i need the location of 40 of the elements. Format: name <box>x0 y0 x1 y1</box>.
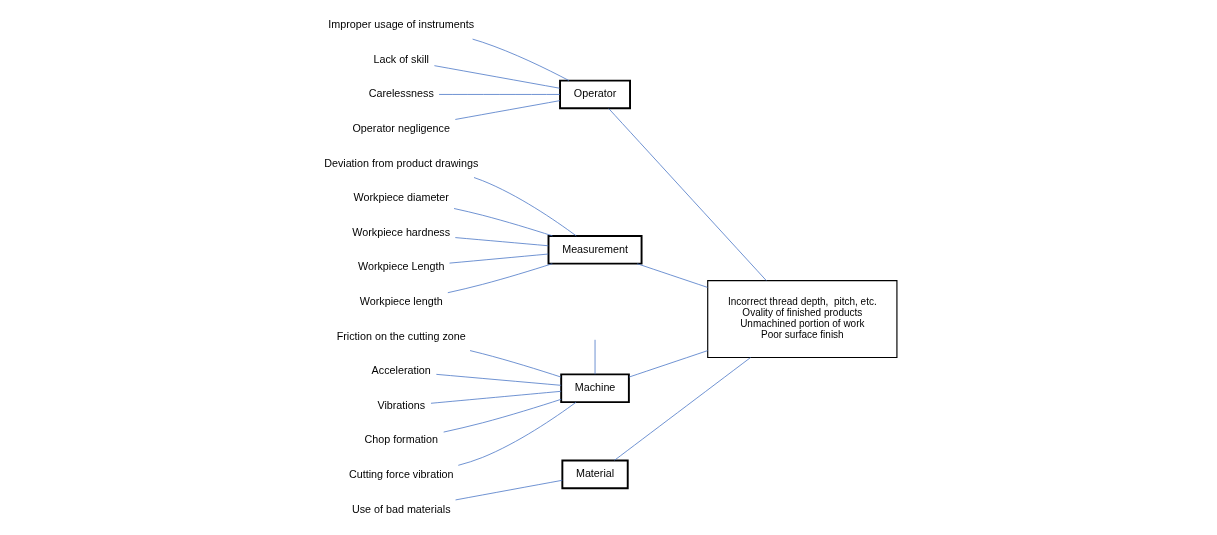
connector <box>473 177 577 237</box>
node-text: Use of bad materials <box>351 502 451 515</box>
connector <box>636 263 708 288</box>
node-text: Carelessness <box>368 87 434 100</box>
node-box: Operator <box>559 79 631 110</box>
connector <box>438 94 561 95</box>
node-box: Incorrect thread depth, pitch, etc. Ovality of finished products Unmachined portion of work Poor surface finish <box>707 280 898 359</box>
connector <box>430 390 562 404</box>
node-text: Chop formation <box>364 433 438 446</box>
connector <box>454 237 549 247</box>
node-text: Workpiece length <box>359 294 443 307</box>
node-text: Workpiece diameter <box>353 191 449 204</box>
connector <box>455 479 563 501</box>
node-text: Lack of skill <box>373 52 429 65</box>
node-text: Cutting force vibration <box>348 468 454 481</box>
node-text: Friction on the cutting zone <box>336 329 466 342</box>
node-text: Workpiece Length <box>357 260 445 273</box>
node-box: Measurement <box>547 235 643 265</box>
connector <box>443 398 562 433</box>
node-text: Acceleration <box>371 364 431 377</box>
node-text: Vibrations <box>377 398 426 411</box>
connector <box>434 65 561 89</box>
node-text: Workpiece hardness <box>352 225 451 238</box>
node-text: Operator negligence <box>352 121 450 134</box>
connector <box>608 108 767 281</box>
connector <box>453 208 553 237</box>
connector <box>614 357 751 461</box>
connector <box>454 100 561 120</box>
node-text: Deviation from product drawings <box>324 156 479 169</box>
connector <box>449 253 549 264</box>
connector <box>435 373 562 386</box>
connector <box>472 38 570 81</box>
connector <box>594 339 596 375</box>
node-text: Improper usage of instruments <box>328 18 475 31</box>
connector <box>469 350 562 378</box>
connector <box>447 263 553 294</box>
node-box: Material <box>561 459 629 490</box>
connector <box>628 350 709 378</box>
connector <box>457 401 577 466</box>
node-box: Machine <box>560 373 630 404</box>
